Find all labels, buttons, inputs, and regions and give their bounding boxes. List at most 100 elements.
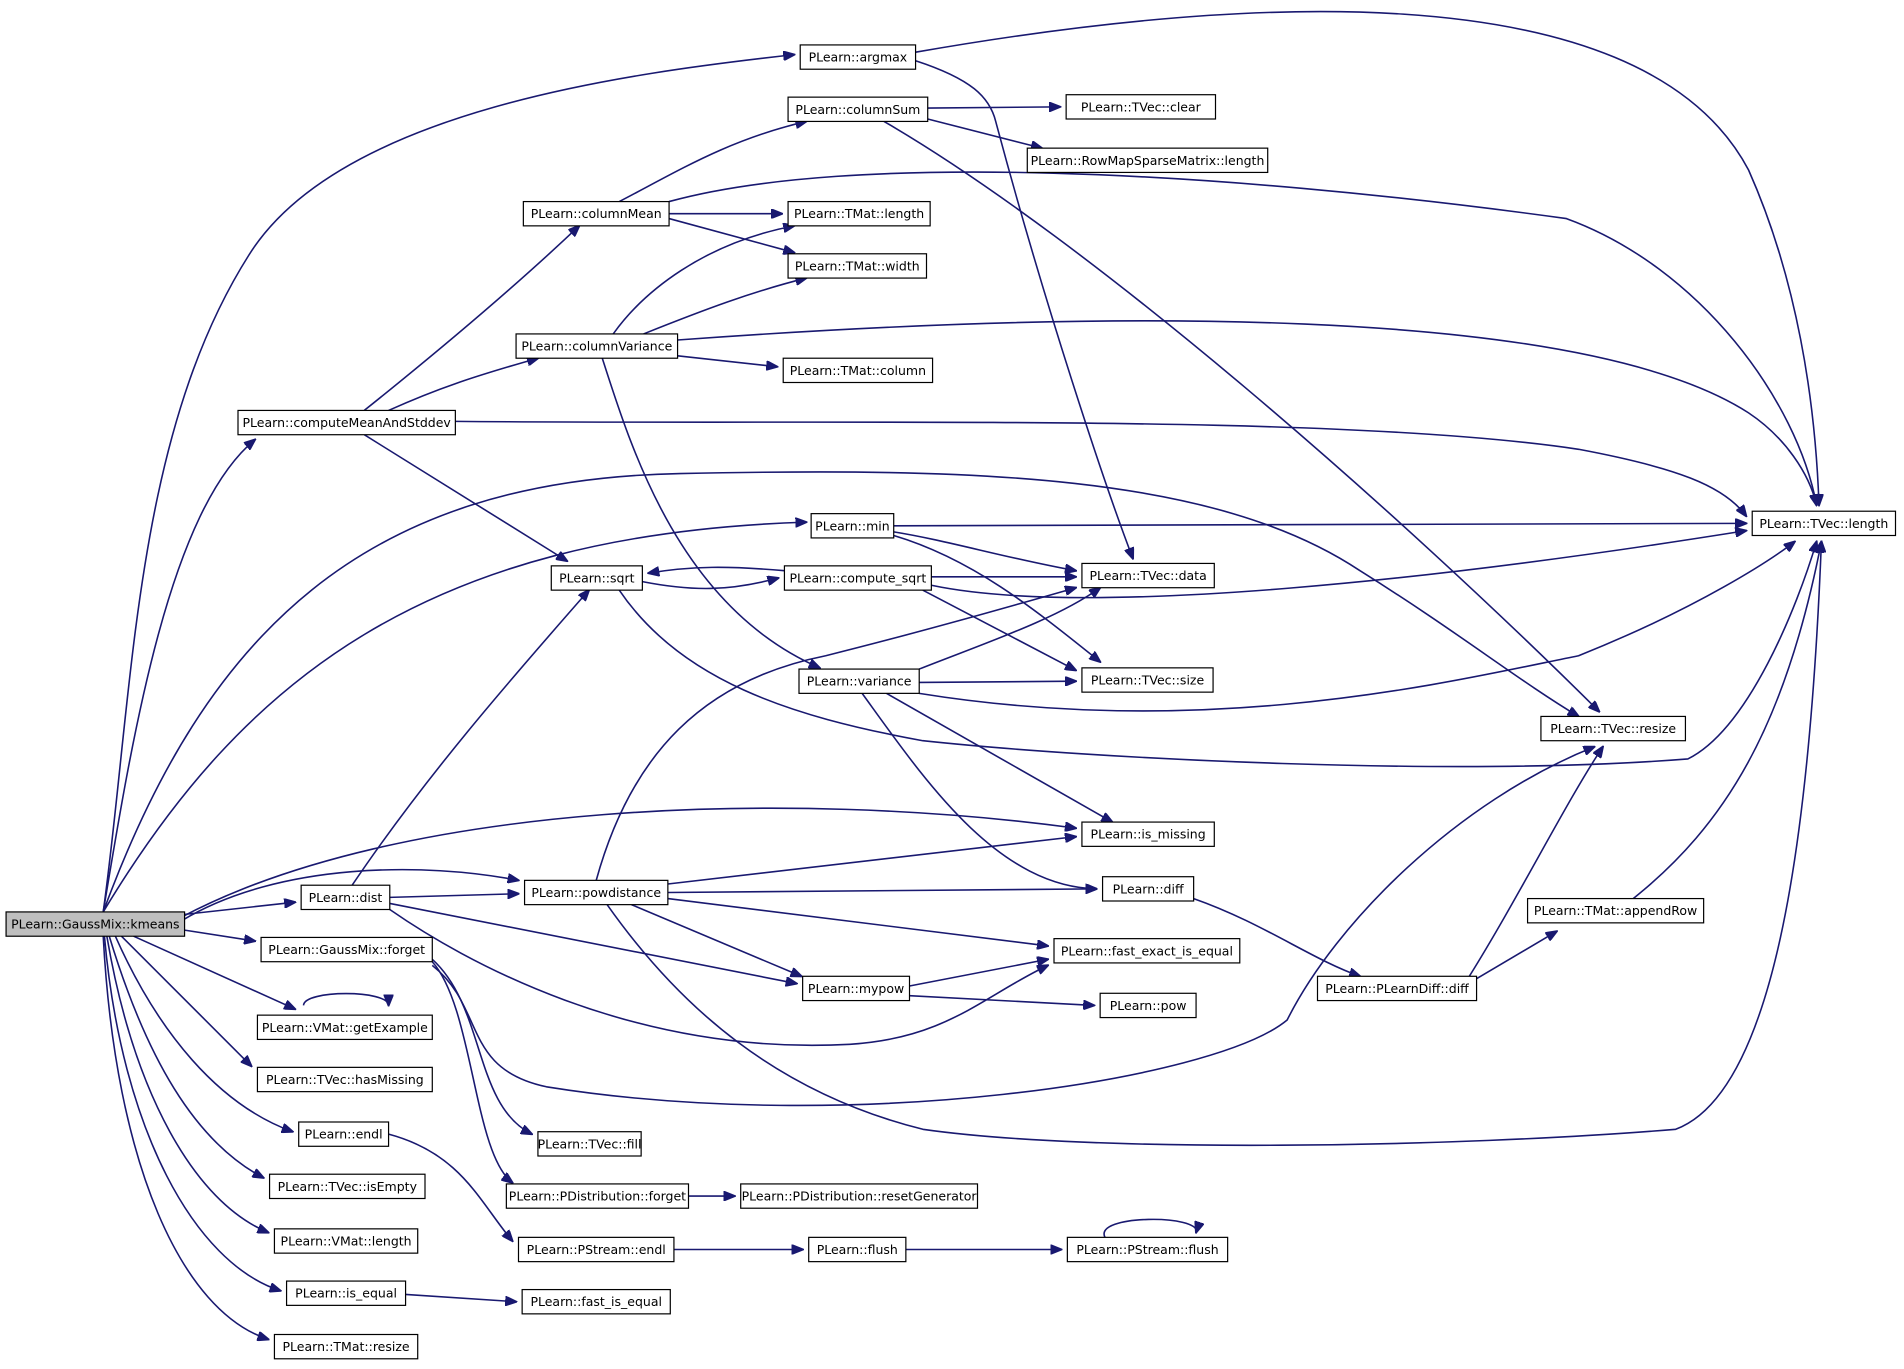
node-label: PLearn::mypow <box>808 981 904 996</box>
node-label: PLearn::PStream::endl <box>527 1242 666 1257</box>
edge-kmeans-to-hasMissing <box>120 935 251 1066</box>
node-label: PLearn::is_missing <box>1091 827 1206 842</box>
edge-powdistance-to-is_missing <box>667 837 1076 885</box>
node-box <box>268 1173 426 1200</box>
node-argmax[interactable]: PLearn::argmax <box>799 44 917 70</box>
node-box <box>237 409 456 436</box>
node-dist[interactable]: PLearn::dist <box>300 884 391 911</box>
node-label: PLearn::min <box>815 518 889 533</box>
node-rmsm_length[interactable]: PLearn::RowMapSparseMatrix::length <box>1026 147 1269 174</box>
node-min[interactable]: PLearn::min <box>810 513 895 539</box>
edge-appendRow-to-tvec_length <box>1632 542 1821 900</box>
edge-compute_sqrt-to-sqrt <box>648 567 785 573</box>
node-box <box>783 565 932 591</box>
node-box <box>1526 897 1705 924</box>
node-pd_forget[interactable]: PLearn::PDistribution::forget <box>505 1183 690 1209</box>
node-box <box>787 96 929 123</box>
node-box <box>273 1228 419 1254</box>
edge-columnVariance-to-variance <box>601 357 819 668</box>
edge-powdistance-to-mypow <box>631 903 801 977</box>
node-fast_exact[interactable]: PLearn::fast_exact_is_equal <box>1053 938 1241 964</box>
edge-variance-to-is_missing <box>886 692 1112 822</box>
node-box <box>1065 94 1217 120</box>
edge-dist-to-mypow <box>389 902 797 983</box>
node-compute_sqrt[interactable]: PLearn::compute_sqrt <box>783 565 932 591</box>
node-box <box>1751 510 1897 537</box>
node-tmat_resize[interactable]: PLearn::TMat::resize <box>273 1333 419 1360</box>
node-tvec_resize[interactable]: PLearn::TVec::resize <box>1540 715 1687 742</box>
edge-kmeans-to-min <box>102 522 806 913</box>
node-resetGenerator[interactable]: PLearn::PDistribution::resetGenerator <box>740 1183 979 1209</box>
node-ps_endl[interactable]: PLearn::PStream::endl <box>517 1236 675 1263</box>
edge-sqrt-to-compute_sqrt <box>642 578 778 590</box>
edge-kmeans-to-powdistance <box>181 868 518 922</box>
node-label: PLearn::GaussMix::forget <box>268 942 425 957</box>
edge-columnMean-to-tmat_width <box>668 217 794 253</box>
node-label: PLearn::fast_exact_is_equal <box>1061 943 1233 958</box>
node-gm_forget[interactable]: PLearn::GaussMix::forget <box>260 936 433 963</box>
edge-gm_forget-to-tvec_fill <box>431 958 532 1134</box>
node-pow[interactable]: PLearn::pow <box>1099 992 1197 1019</box>
node-tmat_column[interactable]: PLearn::TMat::column <box>782 357 934 384</box>
node-fast_is_equal[interactable]: PLearn::fast_is_equal <box>521 1288 671 1315</box>
node-is_equal[interactable]: PLearn::is_equal <box>285 1280 407 1306</box>
node-label: PLearn::argmax <box>809 50 908 65</box>
node-tvec_data[interactable]: PLearn::TVec::data <box>1081 562 1215 589</box>
edge-computeMeanAndStddev-to-tvec_length <box>455 420 1746 516</box>
node-columnVariance[interactable]: PLearn::columnVariance <box>515 333 679 359</box>
edge-kmeans-to-tvec_resize <box>102 471 1578 913</box>
node-tvec_clear[interactable]: PLearn::TVec::clear <box>1065 94 1217 120</box>
node-vmat_length[interactable]: PLearn::VMat::length <box>273 1228 419 1254</box>
node-tvec_fill[interactable]: PLearn::TVec::fill <box>537 1131 642 1157</box>
node-label: PLearn::columnVariance <box>521 339 672 354</box>
node-box <box>1540 715 1687 742</box>
node-diff[interactable]: PLearn::diff <box>1101 876 1195 902</box>
node-label: PLearn::TMat::appendRow <box>1534 903 1697 918</box>
node-box <box>256 1066 433 1093</box>
node-box <box>260 936 433 963</box>
node-tmat_length[interactable]: PLearn::TMat::length <box>787 200 931 227</box>
node-tvec_length[interactable]: PLearn::TVec::length <box>1751 510 1897 537</box>
node-sqrt[interactable]: PLearn::sqrt <box>550 565 643 591</box>
node-pldiff[interactable]: PLearn::PLearnDiff::diff <box>1316 975 1478 1002</box>
edge-ps_flush-to-ps_flush <box>1103 1218 1196 1238</box>
node-columnSum[interactable]: PLearn::columnSum <box>787 96 929 123</box>
node-tmat_width[interactable]: PLearn::TMat::width <box>787 253 928 279</box>
node-flush[interactable]: PLearn::flush <box>808 1236 907 1263</box>
edge-kmeans-to-gm_forget <box>184 929 255 941</box>
node-label: PLearn::dist <box>309 890 383 905</box>
node-box <box>787 200 931 227</box>
edge-endl-to-ps_endl <box>388 1133 513 1241</box>
node-columnMean[interactable]: PLearn::columnMean <box>522 200 670 227</box>
node-box <box>505 1183 690 1209</box>
node-hasMissing[interactable]: PLearn::TVec::hasMissing <box>256 1066 433 1093</box>
edge-min-to-tvec_data <box>893 531 1076 571</box>
node-endl[interactable]: PLearn::endl <box>298 1121 390 1147</box>
edge-computeMeanAndStddev-to-columnMean <box>363 226 579 412</box>
node-label: PLearn::PStream::flush <box>1076 1242 1218 1257</box>
node-label: PLearn::compute_sqrt <box>790 571 927 586</box>
node-box <box>1081 667 1214 693</box>
node-box <box>1316 975 1478 1002</box>
node-isEmpty[interactable]: PLearn::TVec::isEmpty <box>268 1173 426 1200</box>
edge-diff-to-pldiff <box>1193 897 1360 977</box>
node-label: PLearn::TVec::fill <box>538 1136 642 1151</box>
node-is_missing[interactable]: PLearn::is_missing <box>1081 821 1215 847</box>
node-ps_flush[interactable]: PLearn::PStream::flush <box>1066 1236 1229 1263</box>
node-box <box>810 513 895 539</box>
node-powdistance[interactable]: PLearn::powdistance <box>523 879 669 906</box>
node-tvec_size[interactable]: PLearn::TVec::size <box>1081 667 1214 693</box>
node-label: PLearn::TMat::resize <box>283 1339 410 1354</box>
node-box <box>808 1236 907 1263</box>
edge-powdistance-to-tvec_length <box>606 542 1821 1147</box>
node-computeMeanAndStddev[interactable]: PLearn::computeMeanAndStddev <box>237 409 456 436</box>
node-mypow[interactable]: PLearn::mypow <box>802 975 911 1002</box>
node-box <box>1081 821 1215 847</box>
node-appendRow[interactable]: PLearn::TMat::appendRow <box>1526 897 1705 924</box>
node-getExample[interactable]: PLearn::VMat::getExample <box>256 1014 433 1041</box>
node-box <box>782 357 934 384</box>
edge-kmeans-to-isEmpty <box>108 935 263 1178</box>
node-variance[interactable]: PLearn::variance <box>798 668 920 694</box>
edge-columnVariance-to-tmat_column <box>677 355 778 367</box>
node-label: PLearn::TVec::size <box>1091 673 1205 688</box>
